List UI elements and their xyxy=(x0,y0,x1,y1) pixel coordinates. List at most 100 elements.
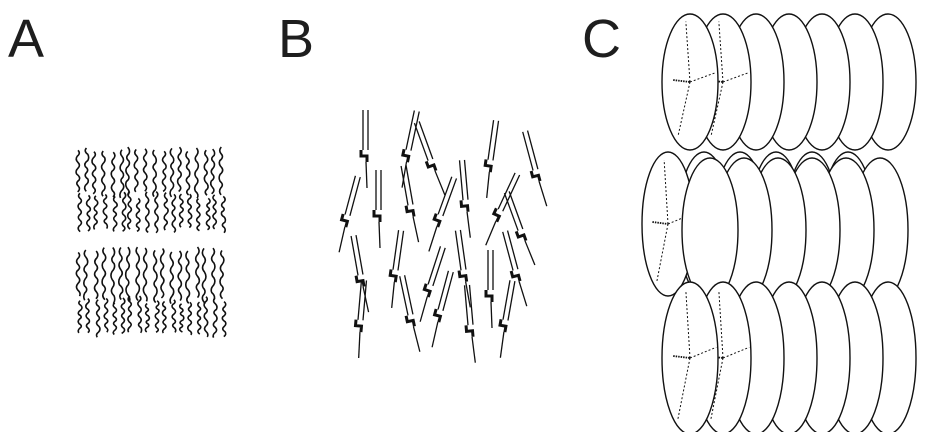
alkyl-chain xyxy=(211,149,215,194)
rod-line xyxy=(438,271,448,310)
alkyl-chain xyxy=(95,251,98,299)
alkyl-chain xyxy=(213,298,217,337)
rod-core xyxy=(433,309,442,322)
alkyl-chain xyxy=(87,195,91,231)
rod-line xyxy=(428,246,440,284)
alkyl-chain xyxy=(154,250,157,302)
alkyl-chain xyxy=(197,302,200,334)
rod-molecule xyxy=(486,250,493,328)
rod-core xyxy=(340,214,349,227)
alkyl-chain xyxy=(206,198,210,229)
alkyl-chain xyxy=(86,299,90,333)
alkyl-chain xyxy=(221,196,225,232)
alkyl-chain xyxy=(219,147,222,195)
rod-line xyxy=(503,232,513,271)
rod-molecule xyxy=(374,170,381,248)
rod-tail xyxy=(338,227,346,252)
rod-core xyxy=(406,315,414,328)
rod-line xyxy=(358,280,361,320)
alkyl-chain xyxy=(164,193,168,231)
alkyl-chain xyxy=(186,251,190,303)
alkyl-chain xyxy=(102,248,106,300)
rod-line xyxy=(393,230,399,270)
alkyl-chain xyxy=(178,147,182,191)
rod-tail xyxy=(435,171,445,196)
alkyl-chain xyxy=(195,148,199,198)
rod-tail xyxy=(539,181,547,206)
alkyl-chain xyxy=(188,302,192,334)
alkyl-chain xyxy=(76,252,80,296)
alkyl-chain xyxy=(211,248,215,300)
rod-molecule xyxy=(521,131,548,208)
rod-molecule xyxy=(386,230,404,308)
rod-tail xyxy=(391,282,396,308)
rod-core xyxy=(356,275,364,288)
rod-core xyxy=(355,320,362,332)
alkyl-chain xyxy=(126,247,130,302)
rod-line xyxy=(460,230,466,270)
rod-core xyxy=(511,269,520,282)
alkyl-chain xyxy=(202,248,206,303)
rod-core xyxy=(406,205,414,218)
rod-core xyxy=(461,200,468,212)
rod-core xyxy=(486,290,492,302)
rod-molecule xyxy=(463,285,477,363)
rod-core xyxy=(531,169,540,182)
rod-line xyxy=(350,177,360,216)
panel-a-lamellar-chains xyxy=(76,147,226,338)
rod-line xyxy=(443,272,453,311)
rod-molecule xyxy=(413,121,446,197)
rod-tail xyxy=(467,212,470,238)
alkyl-chain xyxy=(196,247,200,298)
alkyl-chain xyxy=(120,150,124,198)
alkyl-chain xyxy=(162,151,166,191)
alkyl-chain xyxy=(143,248,147,301)
rod-line xyxy=(523,132,533,171)
rod-molecule xyxy=(398,275,421,353)
rod-core xyxy=(426,159,436,172)
rod-core xyxy=(484,159,492,172)
rod-molecule xyxy=(494,280,514,358)
alkyl-chain xyxy=(197,199,200,231)
rod-core xyxy=(516,229,526,242)
rod-molecule xyxy=(503,191,536,267)
rod-molecule xyxy=(453,230,471,308)
alkyl-chain xyxy=(103,195,107,229)
rod-molecule xyxy=(414,246,445,322)
rod-core xyxy=(459,270,467,283)
rod-core xyxy=(402,149,410,162)
alkyl-chain xyxy=(136,198,140,231)
alkyl-chain xyxy=(161,249,164,298)
alkyl-chain xyxy=(84,250,88,300)
rod-tail xyxy=(485,221,497,245)
rod-tail xyxy=(366,162,367,188)
rod-line xyxy=(460,160,463,200)
rod-tail xyxy=(413,216,418,242)
alkyl-chain xyxy=(113,303,116,335)
alkyl-chain xyxy=(122,192,126,231)
rod-core xyxy=(374,210,380,222)
alkyl-chain xyxy=(204,150,208,195)
rod-tail xyxy=(431,322,439,347)
alkyl-chain xyxy=(128,296,131,332)
disc xyxy=(682,158,738,302)
rod-tail xyxy=(472,337,475,363)
rod-core xyxy=(466,325,473,337)
rod-molecule xyxy=(426,270,453,347)
alkyl-chain xyxy=(128,192,132,230)
rod-tail xyxy=(499,332,504,358)
rod-line xyxy=(433,248,445,286)
rod-molecule xyxy=(458,160,472,238)
alkyl-chain xyxy=(121,298,124,333)
alkyl-chain xyxy=(220,250,224,298)
rod-molecule xyxy=(361,110,368,188)
rod-line xyxy=(493,121,499,161)
alkyl-chain xyxy=(111,152,115,197)
alkyl-chain xyxy=(138,296,142,333)
alkyl-chain xyxy=(92,152,96,194)
alkyl-chain xyxy=(119,248,123,300)
rod-tail xyxy=(419,297,428,322)
alkyl-chain xyxy=(143,149,146,191)
